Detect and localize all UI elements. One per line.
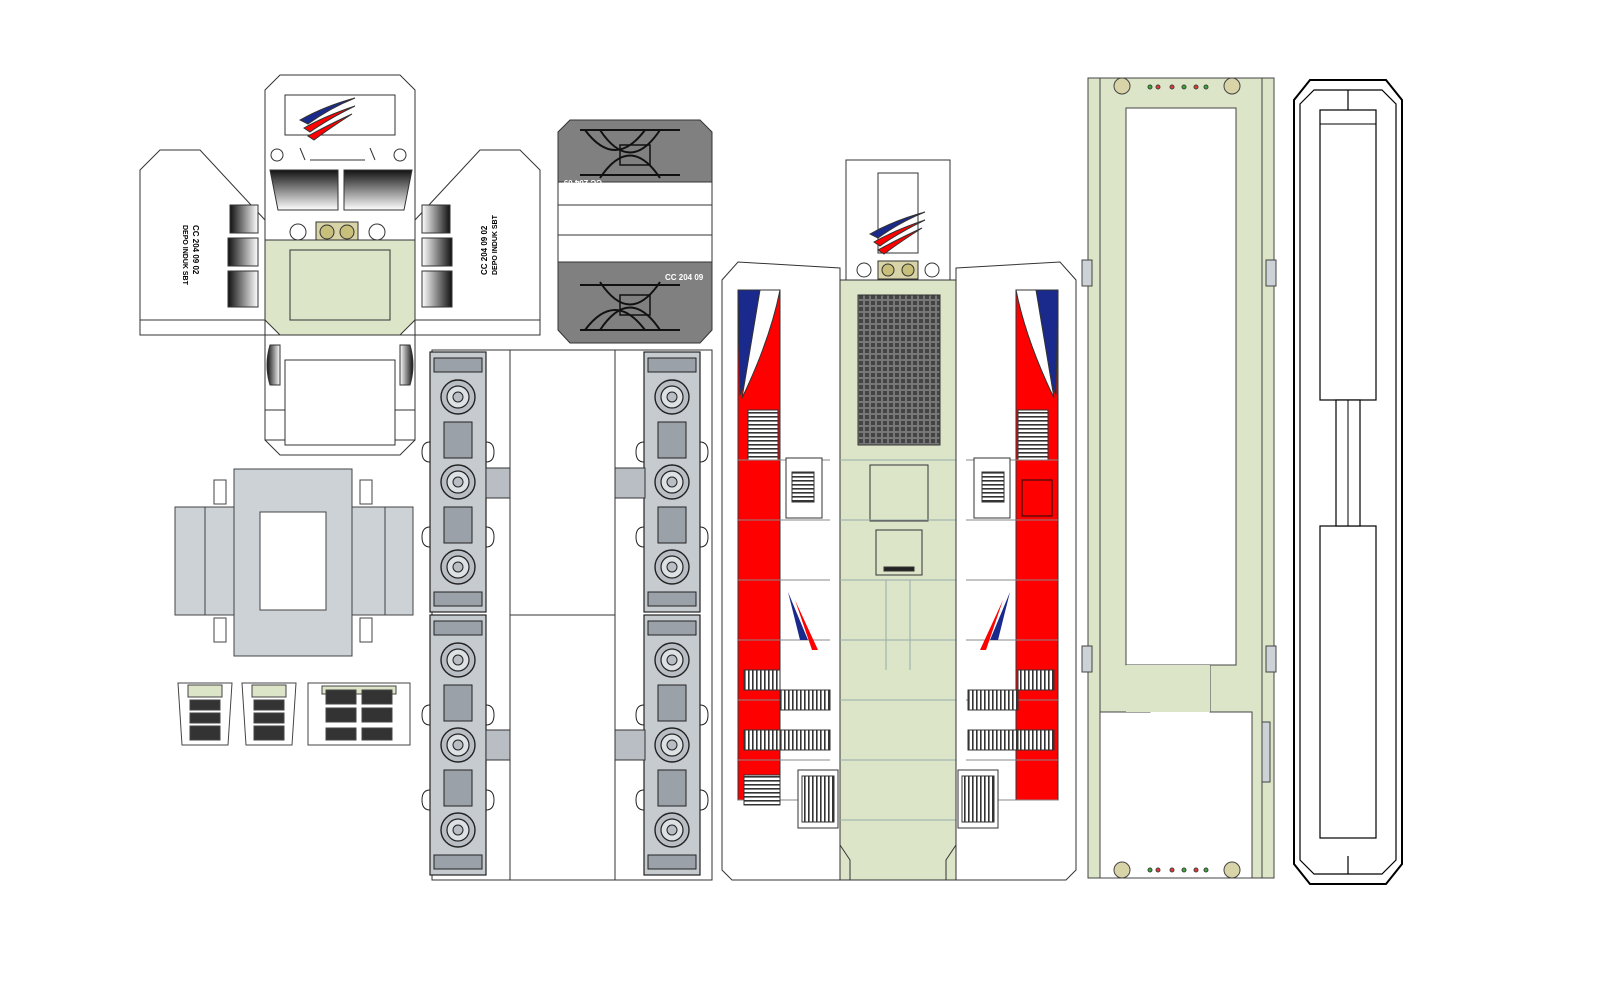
cab-left-number: CC 204 09 02 xyxy=(191,225,200,275)
roof-end-number-bottom: CC 204 09 xyxy=(665,273,704,282)
roof-top-piece xyxy=(1293,79,1403,885)
main-body-unfold xyxy=(721,159,1077,881)
cab-right-depot: DEPO INDUK SBT xyxy=(492,214,499,275)
step-pieces xyxy=(177,682,411,746)
fuel-tank-unfold xyxy=(174,468,414,657)
cab-windshield-right xyxy=(343,169,413,211)
underframe-piece xyxy=(1081,77,1277,879)
cab-windshield-left xyxy=(269,169,339,211)
cab-unfold: CC 204 09 02 DEPO INDUK SBT CC 204 09 02… xyxy=(139,74,541,456)
cab-left-depot: DEPO INDUK SBT xyxy=(181,225,188,286)
cab-right-number: CC 204 09 02 xyxy=(480,225,489,275)
roof-end-number-top: CC 204 09 xyxy=(563,178,602,187)
bogies-unfold xyxy=(422,349,713,881)
roof-end-piece: CC 204 09 CC 204 09 xyxy=(557,119,713,344)
